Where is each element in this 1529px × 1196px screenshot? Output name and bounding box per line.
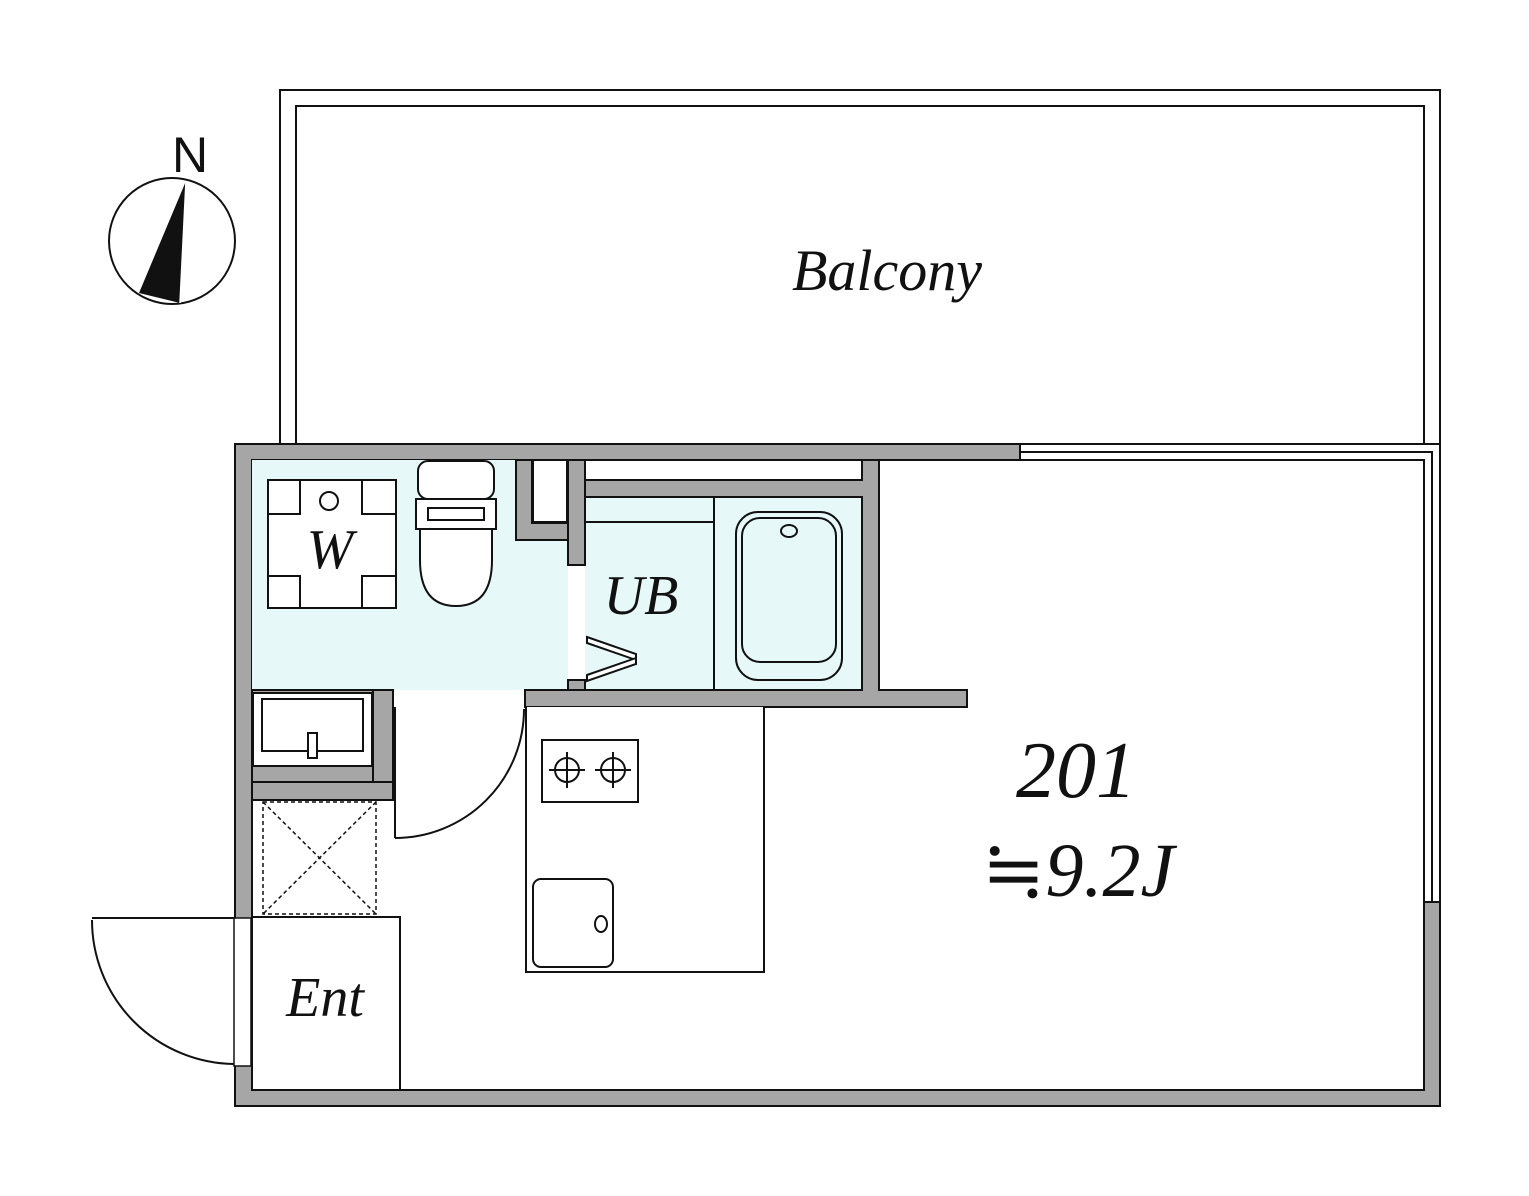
- compass-label: N: [172, 127, 208, 183]
- closet: [532, 459, 568, 523]
- entrance-area: [251, 916, 401, 1091]
- entrance-wall-gap: [233, 917, 252, 1067]
- entrance-door-icon: [91, 917, 235, 1065]
- bath-folding-door-icon: [586, 635, 637, 683]
- washbasin-icon: [252, 692, 373, 767]
- balcony-outline: [279, 89, 1441, 444]
- entrance-label: Ent: [285, 967, 365, 1029]
- sink-icon: [532, 878, 614, 968]
- bath-label: UB: [604, 565, 679, 627]
- compass-icon: [108, 177, 236, 305]
- balcony-label: Balcony: [792, 238, 982, 303]
- unit-number: 201: [1016, 727, 1136, 815]
- washer-pan-icon: [267, 479, 397, 609]
- washer-label: W: [307, 519, 358, 581]
- outer-wall: [234, 443, 1441, 1107]
- shoe-storage: [262, 801, 377, 915]
- stove-icon: [541, 739, 639, 803]
- window-frame: [1020, 443, 1441, 902]
- shelf: [584, 459, 863, 481]
- bathtub-icon: [735, 511, 843, 681]
- toilet-icon: [415, 460, 497, 608]
- washroom-door-icon: [394, 707, 525, 839]
- room-area: ≒9.2J: [982, 829, 1178, 913]
